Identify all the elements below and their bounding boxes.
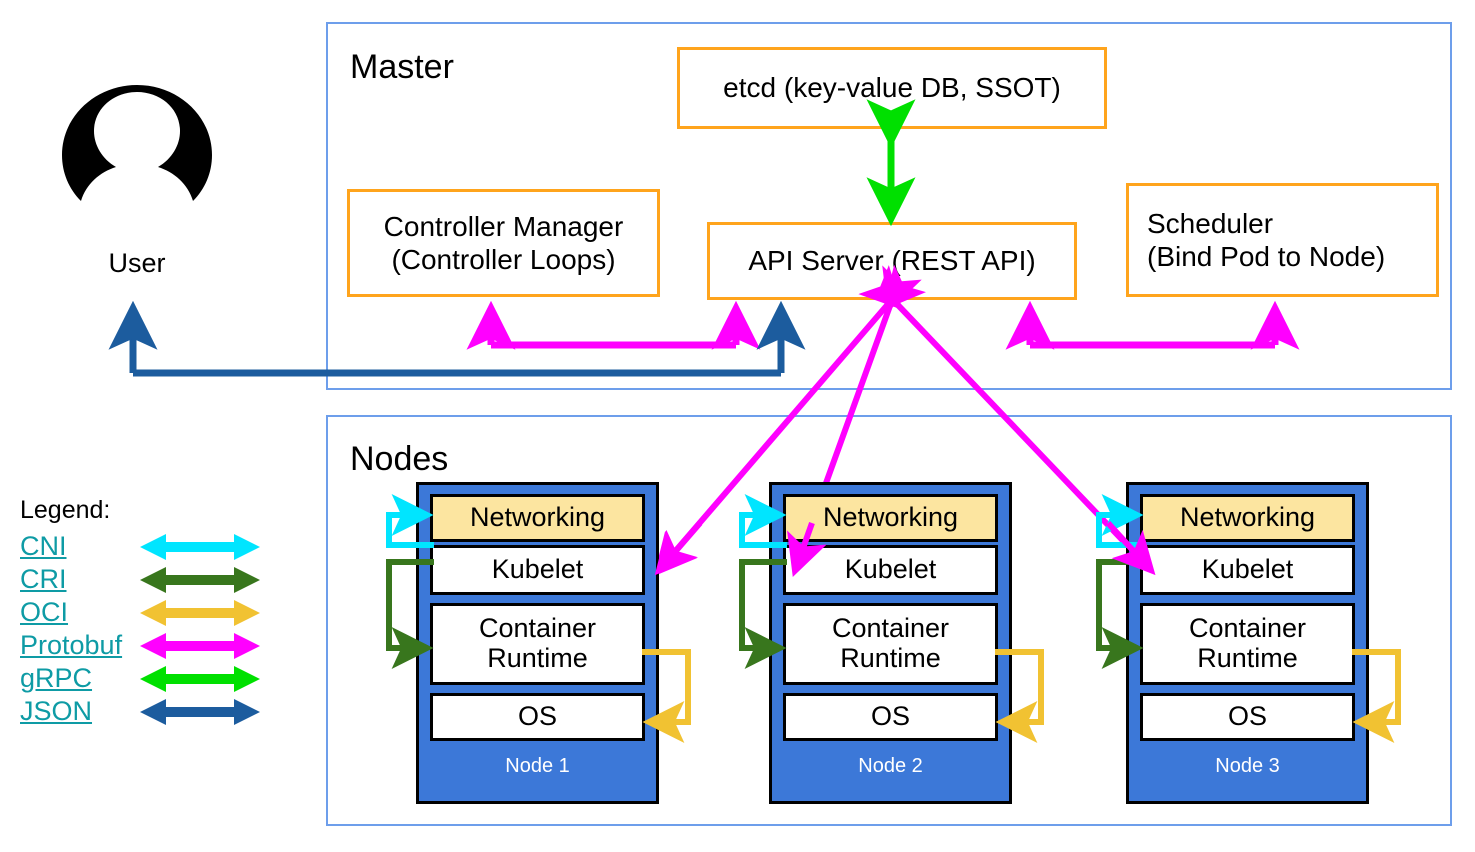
legend-row-oci[interactable]: OCI — [20, 596, 260, 629]
legend-row-cni[interactable]: CNI — [20, 530, 260, 563]
node-2-container-runtime-layer[interactable]: Container Runtime — [783, 603, 998, 685]
api-server-label: API Server (REST API) — [748, 245, 1036, 277]
node-1-kubelet-label: Kubelet — [491, 554, 584, 585]
node-card-2[interactable]: Networking Kubelet Container Runtime OS … — [769, 482, 1012, 804]
node-2-networking-label: Networking — [822, 502, 959, 533]
controller-manager-label-line2: (Controller Loops) — [391, 244, 616, 275]
node-1-container-runtime-layer[interactable]: Container Runtime — [430, 603, 645, 685]
legend-link-json[interactable]: JSON — [20, 696, 93, 726]
node-1-container-runtime-label-line1: Container — [478, 613, 597, 644]
legend-row-json[interactable]: JSON — [20, 695, 260, 728]
node-3-os-label: OS — [1227, 701, 1267, 732]
node-3-networking-layer[interactable]: Networking — [1140, 494, 1355, 542]
node-2-label: Node 2 — [858, 755, 923, 777]
user-label: User — [108, 248, 166, 278]
legend-arrow-oci — [140, 599, 260, 626]
legend-title: Legend: — [20, 496, 111, 524]
master-title: Master — [350, 48, 454, 86]
node-3-container-runtime-label-line1: Container — [1188, 613, 1307, 644]
etcd-label: etcd (key-value DB, SSOT) — [723, 72, 1061, 104]
scheduler-label-line2: (Bind Pod to Node) — [1147, 241, 1386, 272]
scheduler-label-line1: Scheduler — [1147, 207, 1274, 239]
node-1-networking-label: Networking — [469, 502, 606, 533]
etcd-box[interactable]: etcd (key-value DB, SSOT) — [677, 47, 1107, 129]
legend-arrow-grpc — [140, 665, 260, 692]
legend-row-grpc[interactable]: gRPC — [20, 662, 260, 695]
node-1-container-runtime-label-line2: Runtime — [487, 643, 588, 673]
legend-arrow-cri — [140, 566, 260, 593]
node-1-os-layer[interactable]: OS — [430, 693, 645, 741]
legend-row-cri[interactable]: CRI — [20, 563, 260, 596]
node-3-label: Node 3 — [1215, 755, 1280, 777]
node-2-container-runtime-label-line2: Runtime — [840, 643, 941, 673]
node-3-os-layer[interactable]: OS — [1140, 693, 1355, 741]
legend-link-cni[interactable]: CNI — [20, 531, 67, 561]
node-3-container-runtime-label-line2: Runtime — [1197, 643, 1298, 673]
user-avatar-icon — [62, 85, 212, 201]
legend-arrow-json — [140, 698, 260, 725]
node-card-1[interactable]: Networking Kubelet Container Runtime OS … — [416, 482, 659, 804]
node-3-kubelet-label: Kubelet — [1201, 554, 1294, 585]
node-1-os-label: OS — [517, 701, 557, 732]
legend-arrow-protobuf — [140, 632, 260, 659]
node-3-kubelet-layer[interactable]: Kubelet — [1140, 545, 1355, 595]
node-2-kubelet-layer[interactable]: Kubelet — [783, 545, 998, 595]
node-card-3[interactable]: Networking Kubelet Container Runtime OS … — [1126, 482, 1369, 804]
legend-link-cri[interactable]: CRI — [20, 564, 67, 594]
node-3-networking-label: Networking — [1179, 502, 1316, 533]
node-1-kubelet-layer[interactable]: Kubelet — [430, 545, 645, 595]
node-2-container-runtime-label-line1: Container — [831, 613, 950, 644]
node-3-container-runtime-layer[interactable]: Container Runtime — [1140, 603, 1355, 685]
legend-link-grpc[interactable]: gRPC — [20, 663, 93, 693]
node-1-networking-layer[interactable]: Networking — [430, 494, 645, 542]
controller-manager-label-line1: Controller Manager — [383, 210, 624, 242]
node-1-label: Node 1 — [505, 755, 570, 777]
api-server-box[interactable]: API Server (REST API) — [707, 222, 1077, 300]
legend: Legend: CNI CRI OCI Protobuf — [20, 498, 260, 728]
nodes-title: Nodes — [350, 440, 449, 478]
node-2-networking-layer[interactable]: Networking — [783, 494, 998, 542]
node-2-kubelet-label: Kubelet — [844, 554, 937, 585]
legend-link-oci[interactable]: OCI — [20, 597, 69, 627]
legend-link-protobuf[interactable]: Protobuf — [20, 630, 123, 660]
legend-arrow-cni — [140, 533, 260, 560]
scheduler-box[interactable]: Scheduler (Bind Pod to Node) — [1126, 183, 1439, 297]
legend-row-protobuf[interactable]: Protobuf — [20, 629, 260, 662]
controller-manager-box[interactable]: Controller Manager (Controller Loops) — [347, 189, 660, 297]
node-2-os-layer[interactable]: OS — [783, 693, 998, 741]
node-2-os-label: OS — [870, 701, 910, 732]
